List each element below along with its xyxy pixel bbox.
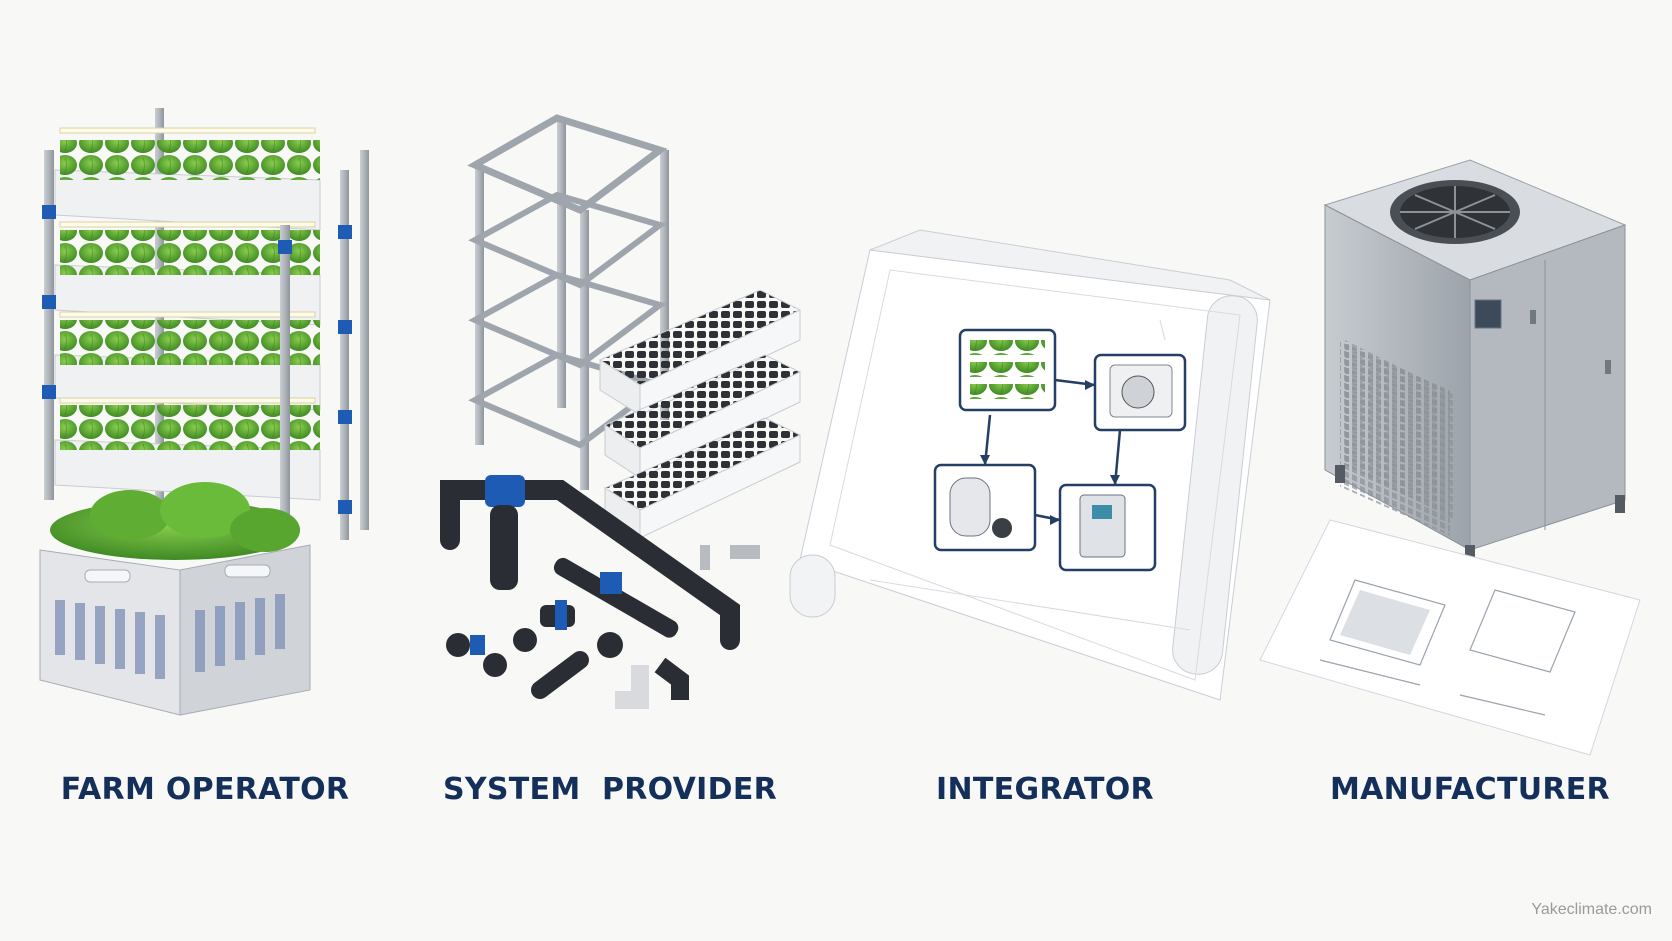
watermark: Yakeclimate.com [1531,901,1652,918]
label-farm-operator: FARM OPERATOR [60,772,350,807]
label-manufacturer: MANUFACTURER [1330,772,1610,807]
climate-unit-illustration [1323,159,1627,563]
plumbing-parts-illustration [440,475,760,709]
farm-rack-illustration [42,108,369,545]
label-system-provider: SYSTEM PROVIDER [442,772,778,807]
grow-trays-illustration [598,289,802,539]
harvest-crate-illustration [39,482,311,716]
unit-drawing-illustration [1259,519,1641,756]
blueprint-illustration [789,229,1271,701]
rack-frame-illustration [467,114,669,490]
label-integrator: INTEGRATOR [936,772,1154,807]
